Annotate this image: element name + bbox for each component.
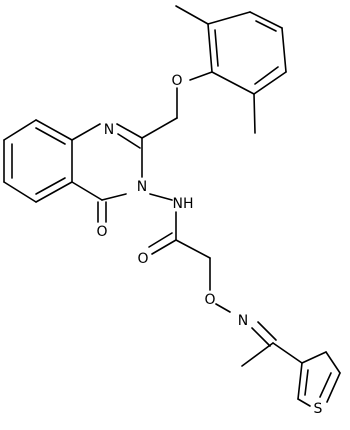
bond: [249, 11, 283, 29]
bond: [304, 369, 309, 396]
bond: [255, 20, 277, 32]
atom-label-sulfur: S: [314, 401, 323, 417]
bond: [71, 123, 101, 141]
bond: [211, 71, 255, 95]
bond: [215, 303, 231, 313]
bond: [148, 232, 173, 248]
bond: [281, 27, 287, 73]
bond: [35, 119, 73, 141]
bond: [175, 239, 211, 259]
bond: [326, 372, 341, 403]
bond: [241, 342, 274, 367]
bond: [101, 193, 127, 201]
bond: [214, 29, 219, 67]
bond: [149, 193, 173, 201]
bond: [35, 181, 73, 203]
bond: [3, 119, 37, 141]
bond: [297, 362, 303, 400]
bond: [251, 327, 271, 347]
bond: [151, 239, 177, 255]
bond: [297, 398, 311, 407]
bond: [254, 66, 279, 85]
bond: [325, 351, 341, 374]
bond: [207, 23, 213, 73]
atom-labels: O N N O NH O O N S: [96, 73, 322, 417]
bond: [189, 71, 213, 81]
atom-label-nitrogen-oxime: N: [238, 313, 248, 329]
atom-label-oxygen-amide: O: [137, 251, 148, 267]
atom-label-nh-amide: NH: [173, 196, 194, 212]
atom-label-oxygen-oxime: O: [204, 292, 215, 308]
atom-label-oxygen-ether: O: [171, 73, 182, 89]
bond: [207, 11, 251, 25]
atom-label-oxygen-ketone: O: [96, 224, 107, 240]
bond: [3, 181, 37, 203]
bond: [301, 351, 327, 364]
bond: [35, 177, 66, 195]
bond: [116, 123, 143, 139]
bond: [141, 117, 178, 139]
bond: [272, 342, 303, 364]
atom-label-nitrogen-1: N: [104, 122, 114, 138]
bond: [253, 71, 287, 95]
bond: [319, 372, 332, 398]
bond: [71, 181, 103, 201]
bond: [257, 321, 277, 341]
bond: [175, 5, 209, 25]
atom-label-nitrogen-3: N: [137, 179, 147, 195]
bond: [35, 127, 66, 145]
bond: [117, 133, 141, 149]
bond: [253, 93, 256, 134]
bonds: [3, 5, 341, 407]
